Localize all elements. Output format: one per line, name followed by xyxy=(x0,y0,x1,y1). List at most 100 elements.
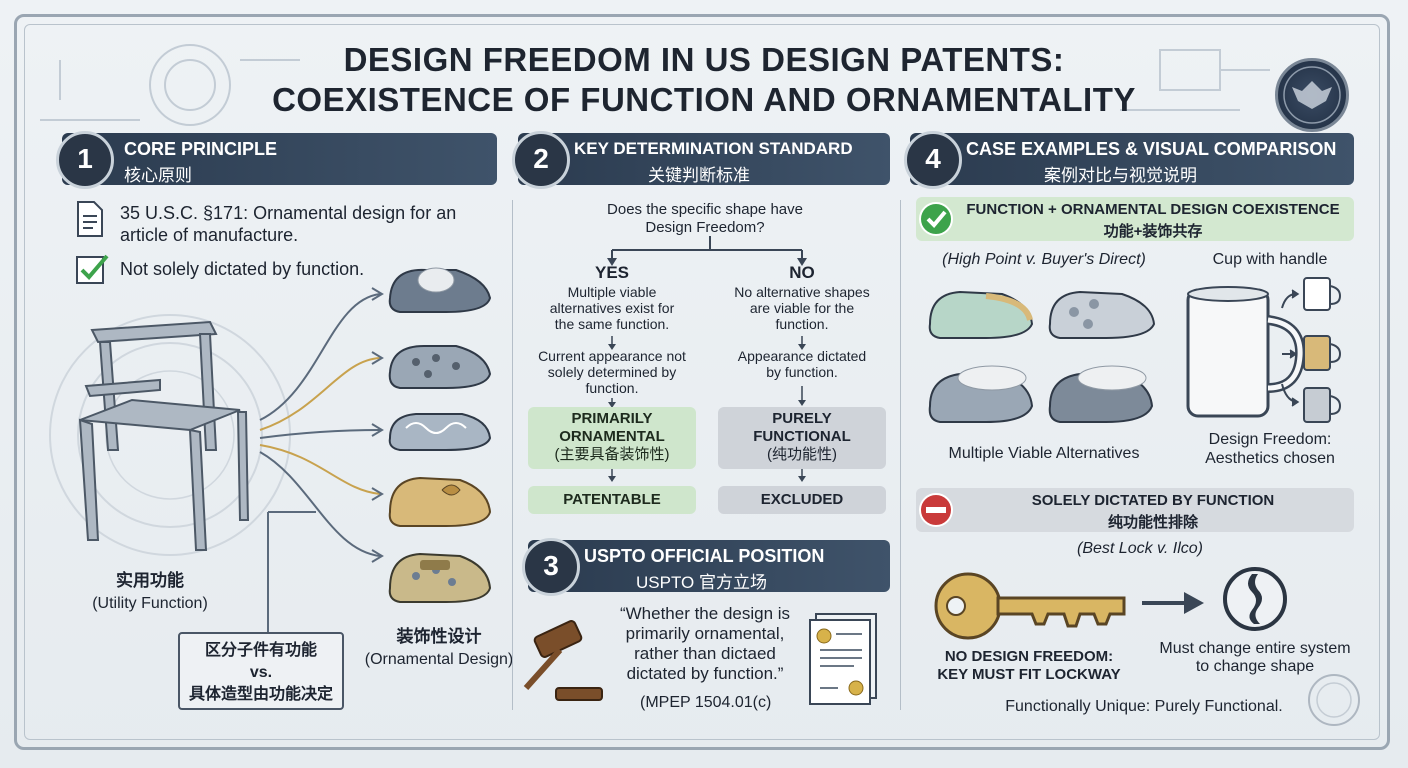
document-icon xyxy=(77,201,103,237)
statute-text: 35 U.S.C. §171: Ornamental design for an… xyxy=(120,202,490,246)
functionally-unique-label: Functionally Unique: Purely Functional. xyxy=(1005,698,1283,715)
ornamental-label-cn: 装饰性设计 xyxy=(396,627,482,646)
mpep-citation: (MPEP 1504.01(c) xyxy=(640,694,772,711)
coexistence-banner: FUNCTION + ORNAMENTAL DESIGN COEXISTENCE… xyxy=(916,197,1354,241)
slipper-paisley xyxy=(1048,290,1156,339)
chair-to-shoes-arrows xyxy=(259,287,384,640)
section-2-number: 2 xyxy=(512,131,570,189)
section-1-header: 1 CORE PRINCIPLE 核心原则 xyxy=(56,131,497,189)
quote-line-4: dictated by function.” xyxy=(626,664,784,683)
yes-description: Multiple viable alternatives exist for t… xyxy=(522,284,702,332)
mug-illustration xyxy=(1186,277,1342,423)
must-line-2: to change shape xyxy=(1195,658,1315,675)
check-icon xyxy=(76,254,109,284)
distinguish-box: 区分子件有功能 vs. 具体造型由功能决定 xyxy=(178,632,344,710)
primarily-ornamental-box: PRIMARILY ORNAMENTAL (主要具备装饰性) xyxy=(528,407,696,469)
key-line-2: KEY MUST FIT LOCKWAY xyxy=(937,666,1121,683)
distinguish-line-3: 具体造型由功能决定 xyxy=(188,686,333,703)
utility-label-cn: 实用功能 xyxy=(116,571,184,590)
coexist-title: FUNCTION + ORNAMENTAL DESIGN COEXISTENCE… xyxy=(958,201,1348,241)
section-4-title-cn: 案例对比与视觉说明 xyxy=(1044,166,1197,185)
case-best-lock: (Best Lock v. Ilco) xyxy=(1077,540,1203,557)
quote-line-1: “Whether the design is xyxy=(619,604,791,623)
freedom-line-1: Design Freedom: xyxy=(1208,431,1332,448)
outer-frame xyxy=(14,14,1390,750)
divider-2-4 xyxy=(900,200,901,710)
circuit-decoration-right xyxy=(1120,49,1270,111)
section-3-title-en: USPTO OFFICIAL POSITION xyxy=(584,546,825,566)
yes-result-line-3: function. xyxy=(585,380,639,396)
key-line-1: NO DESIGN FREEDOM: xyxy=(944,648,1114,665)
yes-desc-line-2: alternatives exist for xyxy=(549,300,675,316)
section-1-title-cn: 核心原则 xyxy=(124,166,192,185)
no-label: NO xyxy=(789,263,815,282)
no-desc-line-1: No alternative shapes xyxy=(734,284,870,300)
case-high-point: (High Point v. Buyer's Direct) xyxy=(942,251,1146,268)
solely-title-cn: 纯功能性排除 xyxy=(1107,514,1198,531)
section-4-number: 4 xyxy=(904,131,962,189)
ornamental-box-line-3: (主要具备装饰性) xyxy=(554,446,670,463)
statute-ref: 35 U.S.C. §171: xyxy=(120,203,249,223)
section-1-number: 1 xyxy=(56,131,114,189)
coexist-title-cn: 功能+装饰共存 xyxy=(1103,223,1203,240)
title-line-2: COEXISTENCE OF FUNCTION AND ORNAMENTALIT… xyxy=(272,81,1136,118)
section-1-title-en: CORE PRINCIPLE xyxy=(124,139,278,159)
section-2-title-cn: 关键判断标准 xyxy=(648,166,750,185)
must-change-label: Must change entire system to change shap… xyxy=(1144,640,1366,676)
question-line-2: Design Freedom? xyxy=(645,219,765,236)
section-4-header: 4 CASE EXAMPLES & VISUAL COMPARISON 案例对比… xyxy=(904,131,1354,189)
no-design-freedom-label: NO DESIGN FREEDOM: KEY MUST FIT LOCKWAY xyxy=(924,648,1134,684)
section-2-header: 2 KEY DETERMINATION STANDARD 关键判断标准 xyxy=(512,131,890,189)
no-result-line-2: by function. xyxy=(766,364,838,380)
utility-label: 实用功能 (Utility Function) xyxy=(80,566,220,613)
must-line-1: Must change entire system xyxy=(1159,640,1351,657)
flowchart-arrows xyxy=(607,236,807,482)
quote-line-2: primarily ornamental, xyxy=(625,624,785,643)
no-description: No alternative shapes are viable for the… xyxy=(712,284,892,332)
section-3-header: 3 USPTO OFFICIAL POSITION USPTO 官方立场 xyxy=(522,538,890,596)
distinguish-line-1: 区分子件有功能 xyxy=(204,642,317,659)
coexist-title-en: FUNCTION + ORNAMENTAL DESIGN COEXISTENCE xyxy=(966,201,1340,218)
arrow-right-icon xyxy=(1142,592,1204,614)
no-result: Appearance dictated by function. xyxy=(712,348,892,380)
question-text: Does the specific shape have Design Free… xyxy=(560,201,850,237)
no-result-line-1: Appearance dictated xyxy=(737,348,867,364)
eagle-seal-icon xyxy=(1275,58,1349,132)
functional-box-line-3: (纯功能性) xyxy=(767,446,837,463)
shoe-patterned-slipper xyxy=(388,345,492,389)
shoe-paisley-loafer xyxy=(388,552,492,603)
yes-desc-line-1: Multiple viable xyxy=(567,284,657,300)
not-solely-text: Not solely dictated by function. xyxy=(120,259,365,279)
section-3-number: 3 xyxy=(522,538,580,596)
slipper-fur-pattern xyxy=(928,365,1034,423)
alternatives-label: Multiple Viable Alternatives xyxy=(948,445,1140,462)
title-line-1: DESIGN FREEDOM IN US DESIGN PATENTS: xyxy=(343,41,1065,78)
shoe-fur-slipper xyxy=(388,267,492,313)
cup-label: Cup with handle xyxy=(1212,251,1328,268)
certificate-icon xyxy=(809,613,877,705)
check-circle-icon xyxy=(919,202,953,236)
minus-circle-icon xyxy=(919,493,953,527)
watermark-seal-icon xyxy=(1308,674,1360,726)
solely-title-en: SOLELY DICTATED BY FUNCTION xyxy=(1031,492,1275,509)
purely-functional-box: PURELY FUNCTIONAL (纯功能性) xyxy=(718,407,886,469)
uspto-quote: “Whether the design is primarily ornamen… xyxy=(600,604,810,684)
section-4-title-en: CASE EXAMPLES & VISUAL COMPARISON xyxy=(966,139,1337,159)
shoe-tan-loafer xyxy=(388,476,492,527)
yes-label: YES xyxy=(594,263,630,282)
statute-body-2: article of manufacture. xyxy=(120,225,299,245)
slipper-mint xyxy=(928,290,1034,339)
yes-result-line-1: Current appearance not xyxy=(538,348,686,364)
yes-result-line-2: solely determined by xyxy=(547,364,677,380)
section-3-title-cn: USPTO 官方立场 xyxy=(636,573,767,592)
solely-dictated-banner: SOLELY DICTATED BY FUNCTION 纯功能性排除 xyxy=(916,488,1354,532)
keyhole-icon xyxy=(1223,567,1287,631)
key-illustration xyxy=(934,572,1126,640)
quote-line-3: rather than dictaed xyxy=(634,644,776,663)
patentable-badge: PATENTABLE xyxy=(528,486,696,514)
section-2-title-en: KEY DETERMINATION STANDARD xyxy=(574,139,853,158)
solely-title: SOLELY DICTATED BY FUNCTION 纯功能性排除 xyxy=(958,492,1348,532)
gavel-icon xyxy=(523,620,603,701)
yes-desc-line-3: the same function. xyxy=(554,316,670,332)
